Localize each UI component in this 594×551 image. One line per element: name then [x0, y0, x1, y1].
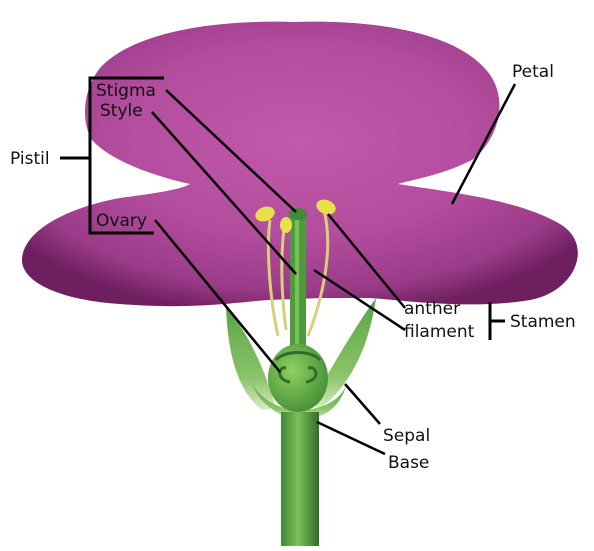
label-stamen: Stamen: [510, 312, 576, 332]
stigma-shape: [289, 208, 307, 220]
label-filament: filament: [404, 322, 475, 342]
label-sepal: Sepal: [383, 426, 430, 446]
anther-mid: [280, 217, 292, 233]
label-style: Style: [100, 101, 143, 121]
ovary-shape: [268, 344, 328, 412]
label-stigma: Stigma: [96, 81, 156, 101]
leader-sepal: [345, 384, 380, 424]
label-ovary: Ovary: [96, 211, 147, 231]
leader-base: [317, 422, 385, 454]
label-pistil: Pistil: [10, 149, 50, 169]
style-highlight: [295, 216, 299, 352]
label-anther: anther: [404, 299, 460, 319]
label-petal: Petal: [512, 62, 554, 82]
stem: [281, 412, 319, 546]
label-base: Base: [388, 453, 429, 473]
stamen-bracket: [490, 302, 505, 340]
